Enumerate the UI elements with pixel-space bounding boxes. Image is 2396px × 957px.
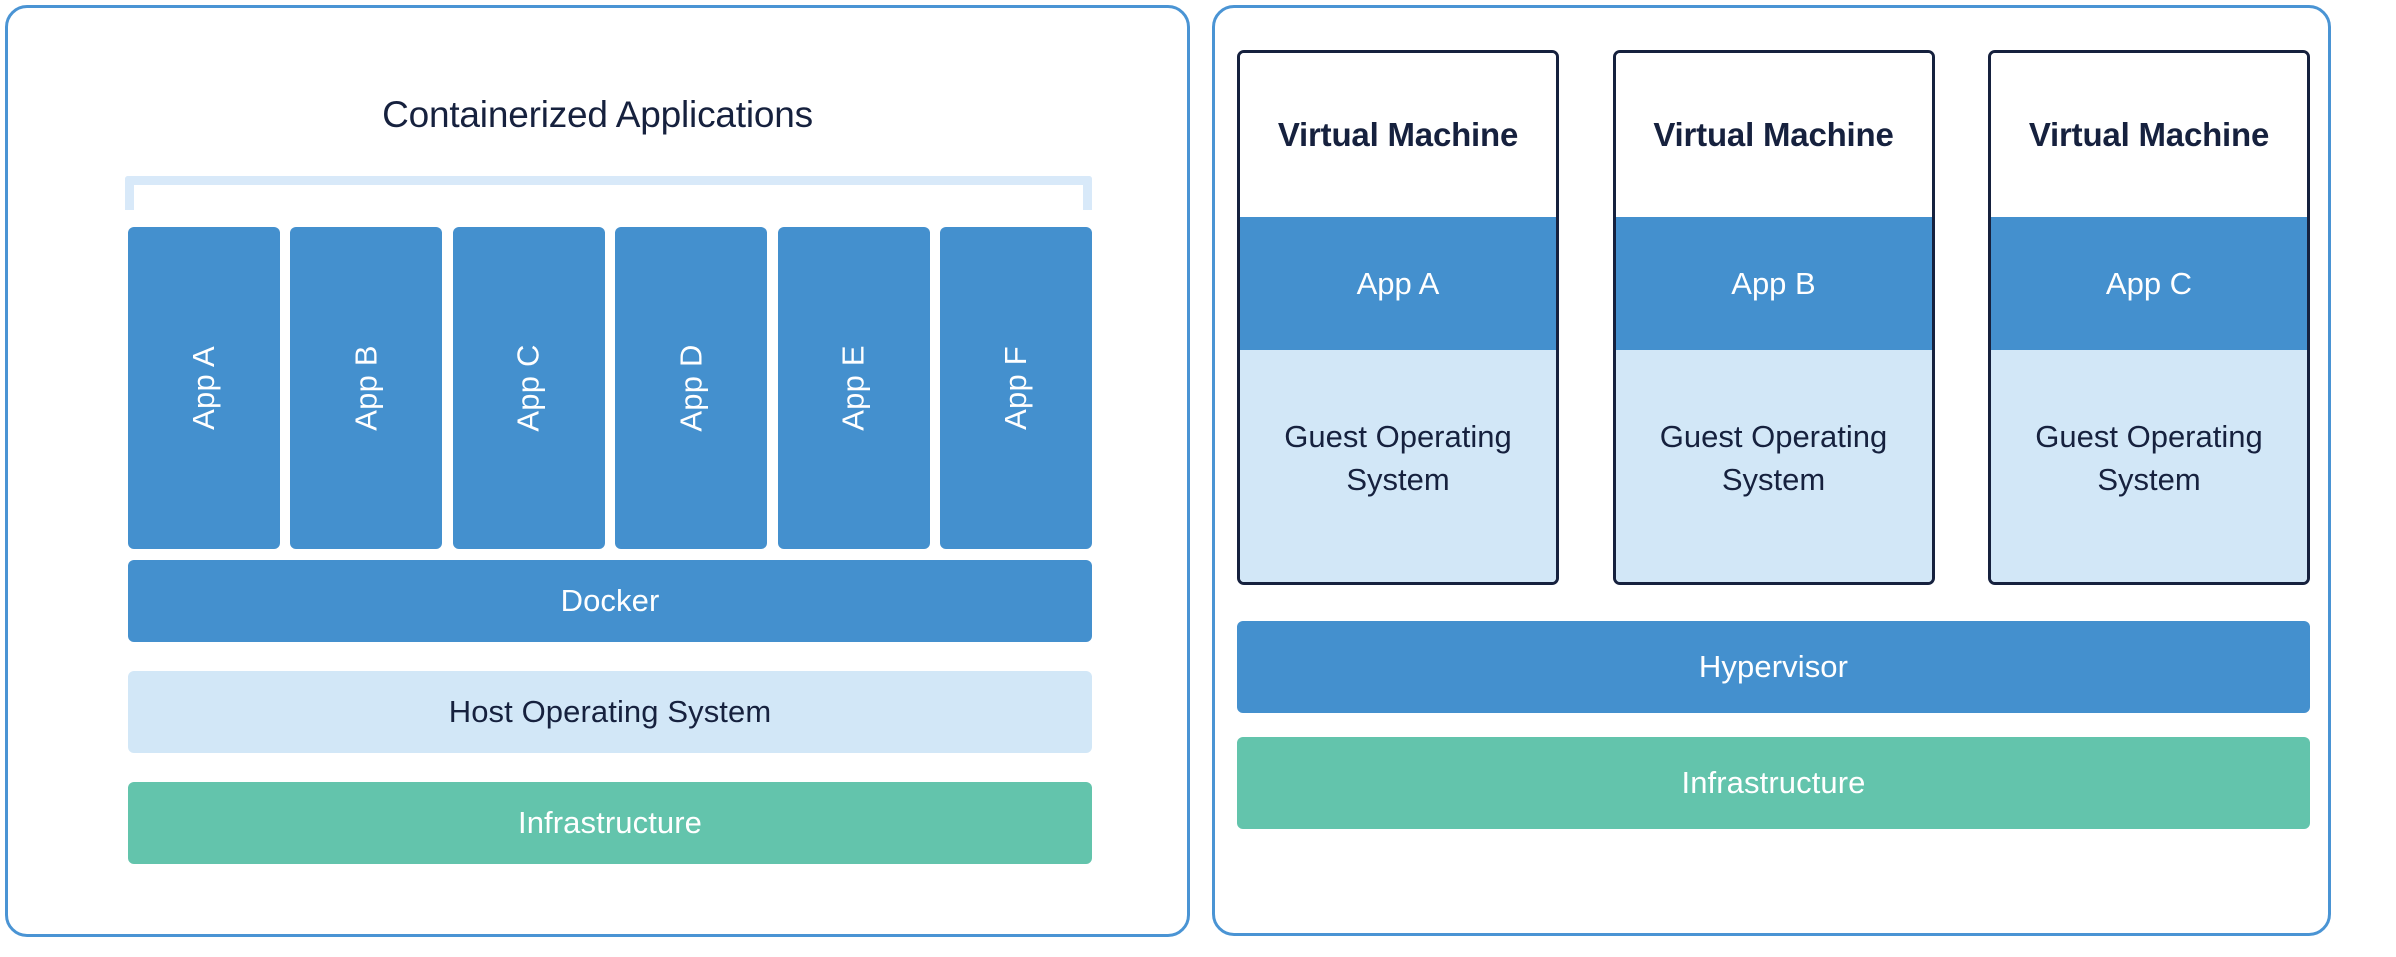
- container-app-column[interactable]: App D: [615, 227, 768, 549]
- container-app-column[interactable]: App C: [452, 227, 605, 549]
- virtual-machine-box[interactable]: Virtual Machine App A Guest Operating Sy…: [1237, 50, 1559, 585]
- containers-bracket: [125, 176, 1092, 210]
- container-app-column[interactable]: App F: [939, 227, 1092, 549]
- containerized-applications-panel: Containerized Applications App A App B A…: [5, 5, 1190, 937]
- virtual-machine-row: Virtual Machine App A Guest Operating Sy…: [1237, 50, 2310, 585]
- virtual-machines-panel: Virtual Machine App A Guest Operating Sy…: [1212, 5, 2331, 936]
- container-app-label: App D: [673, 344, 709, 432]
- container-app-columns: App A App B App C App D App E App F: [128, 227, 1092, 549]
- container-app-label: App B: [348, 345, 384, 431]
- page-title: Containerized Applications: [382, 93, 813, 135]
- container-app-label: App C: [510, 344, 546, 432]
- virtual-machine-box[interactable]: Virtual Machine App C Guest Operating Sy…: [1988, 50, 2310, 585]
- virtual-machine-title: Virtual Machine: [1615, 53, 1932, 217]
- virtual-machine-title: Virtual Machine: [1991, 53, 2307, 217]
- virtual-machine-app[interactable]: App B: [1615, 217, 1932, 350]
- container-app-label: App E: [835, 345, 871, 431]
- virtual-machine-box[interactable]: Virtual Machine App B Guest Operating Sy…: [1612, 50, 1935, 585]
- container-app-column[interactable]: App A: [128, 227, 280, 549]
- infrastructure-layer-containers[interactable]: Infrastructure: [128, 782, 1092, 864]
- container-app-column[interactable]: App E: [777, 227, 930, 549]
- virtual-machine-app[interactable]: App C: [1991, 217, 2307, 350]
- container-app-column[interactable]: App B: [290, 227, 443, 549]
- guest-operating-system[interactable]: Guest Operating System: [1240, 350, 1556, 582]
- guest-operating-system[interactable]: Guest Operating System: [1991, 350, 2307, 582]
- virtual-machine-title: Virtual Machine: [1240, 53, 1556, 217]
- host-operating-system-layer[interactable]: Host Operating System: [128, 671, 1092, 753]
- virtual-machine-app[interactable]: App A: [1240, 217, 1556, 350]
- container-app-label: App A: [186, 346, 221, 430]
- hypervisor-layer[interactable]: Hypervisor: [1237, 621, 2310, 713]
- guest-operating-system[interactable]: Guest Operating System: [1615, 350, 1932, 582]
- infrastructure-layer-vms[interactable]: Infrastructure: [1237, 737, 2310, 829]
- container-app-label: App F: [997, 346, 1033, 430]
- docker-layer[interactable]: Docker: [128, 560, 1092, 642]
